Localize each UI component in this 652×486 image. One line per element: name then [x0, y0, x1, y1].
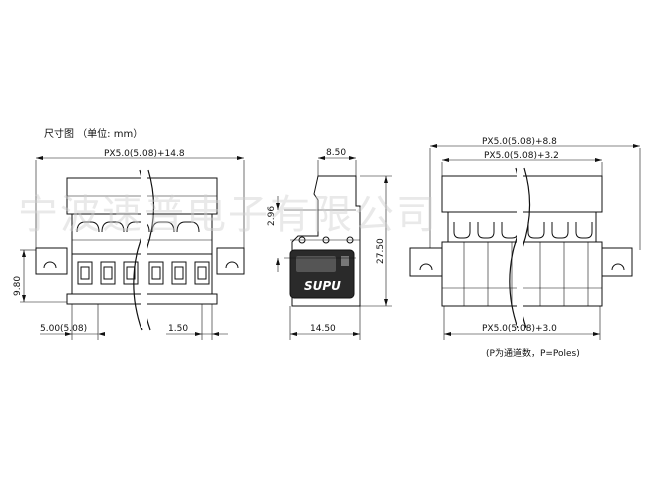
rear-bottom-dimension: PX5.0(5.08)+3.0	[482, 324, 557, 334]
front-right-dimension: 1.50	[168, 324, 188, 334]
rear-top-outer-dimension: PX5.0(5.08)+8.8	[482, 137, 557, 147]
side-bottom-width-dimension: 14.50	[310, 324, 336, 334]
front-top-dimension: PX5.0(5.08)+14.8	[104, 149, 185, 159]
front-left-height-dimension: 9.80	[13, 276, 23, 296]
side-top-width-dimension: 8.50	[326, 148, 346, 158]
poles-note: (P为通道数，P=Poles)	[486, 347, 580, 359]
front-view	[20, 156, 245, 340]
rear-top-inner-dimension: PX5.0(5.08)+3.2	[484, 151, 559, 161]
side-total-height-dimension: 27.50	[376, 238, 386, 264]
drawing-title: 尺寸图 （单位: mm）	[44, 127, 143, 140]
supu-logo: SUPU	[304, 279, 341, 293]
side-view	[276, 156, 392, 340]
company-watermark: 宁波速普电子有限公司	[18, 192, 438, 238]
side-small-height-dimension: 2.96	[267, 206, 277, 226]
rear-view	[409, 144, 641, 340]
front-pitch-dimension: 5.00(5.08)	[40, 324, 87, 334]
